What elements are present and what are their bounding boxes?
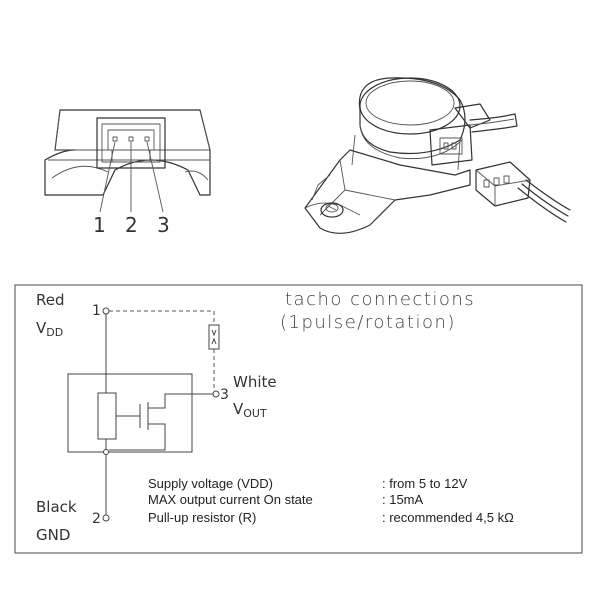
mounting-screw [320, 202, 344, 218]
fan-socket [429, 124, 473, 166]
pin3-terminal [212, 390, 220, 398]
connector-pin-3-label: 3 [157, 213, 170, 237]
pin1-leader [99, 141, 116, 213]
fan-isometric-view [304, 77, 571, 234]
pullup-dashed-line [109, 310, 215, 325]
fan-cable [469, 113, 518, 133]
cable-plug [475, 161, 531, 207]
pin1-number: 1 [92, 303, 101, 319]
schematic-title-line1: tacho connections [285, 289, 475, 310]
pullup-resistor [208, 324, 220, 350]
pin2-signal-label: GND [36, 526, 70, 544]
pin3-number: 3 [220, 387, 229, 403]
spec-value-current: : 15mA [382, 492, 424, 507]
pin1-color-label: Red [36, 291, 65, 309]
spec-label-current: MAX output current On state [148, 492, 313, 507]
pin1-signal-label: VDD [36, 319, 63, 339]
specs-table: Supply voltage (VDD) : from 5 to 12V MAX… [148, 476, 514, 525]
pin3-signal-label: VOUT [233, 400, 267, 420]
plug-wires [517, 179, 571, 223]
schematic-title-line2: (1pulse/rotation) [280, 312, 456, 333]
fan-base-plate [304, 149, 471, 234]
spec-value-pullup: : recommended 4,5 kΩ [382, 510, 514, 525]
spec-label-pullup: Pull-up resistor (R) [148, 510, 256, 525]
connector-pin-2-label: 2 [125, 213, 138, 237]
connector-housing-outline [44, 109, 211, 196]
schematic-frame [14, 284, 583, 554]
pin3-leader [146, 141, 164, 213]
pin1-terminal [102, 307, 110, 315]
pin3-color-label: White [233, 373, 277, 391]
pin2-number: 2 [92, 511, 101, 527]
spec-value-supply: : from 5 to 12V [382, 476, 468, 491]
connector-pin-1-label: 1 [93, 213, 106, 237]
pin2-color-label: Black [36, 498, 77, 516]
connector-front-view: 1 2 3 [44, 109, 211, 237]
output-transistor [109, 393, 213, 451]
internal-resistor [97, 392, 117, 440]
sensor-ic-box [67, 373, 193, 453]
motor-top-cap [359, 77, 461, 135]
pin2-terminal [102, 514, 110, 522]
spec-label-supply: Supply voltage (VDD) [148, 476, 273, 491]
